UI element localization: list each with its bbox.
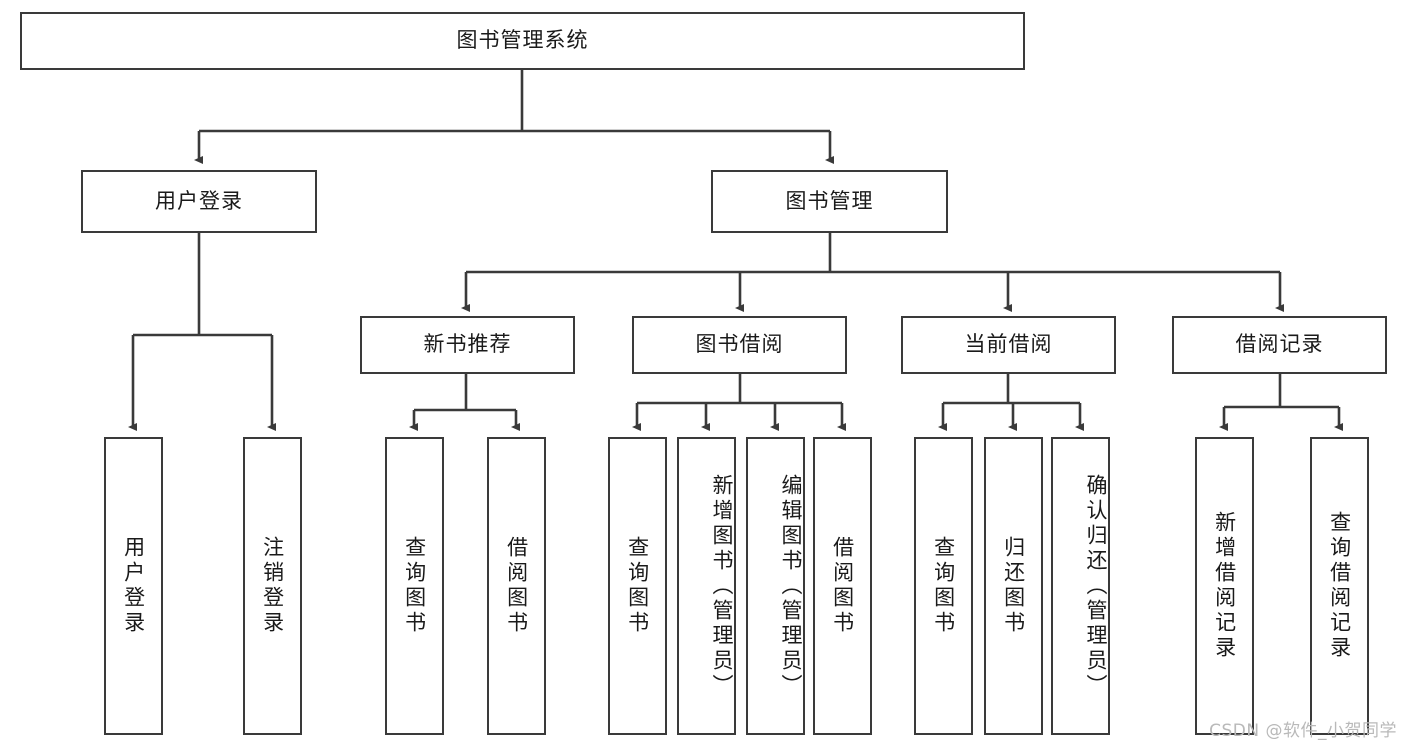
node-leaf-return-book[interactable]: 归还图书: [984, 437, 1043, 735]
node-borrow-record[interactable]: 借阅记录: [1172, 316, 1387, 374]
node-leaf-edit-book[interactable]: 编辑图书（管理员）: [746, 437, 805, 735]
node-book-borrow[interactable]: 图书借阅: [632, 316, 847, 374]
node-leaf-add-book[interactable]: 新增图书（管理员）: [677, 437, 736, 735]
node-root[interactable]: 图书管理系统: [20, 12, 1025, 70]
node-leaf-query-record[interactable]: 查询借阅记录: [1310, 437, 1369, 735]
node-leaf-query-book-1[interactable]: 查询图书: [385, 437, 444, 735]
node-leaf-borrow-book-1-label: 借阅图书: [504, 536, 529, 636]
node-leaf-query-book-3[interactable]: 查询图书: [914, 437, 973, 735]
node-leaf-user-login[interactable]: 用户登录: [104, 437, 163, 735]
node-book-management[interactable]: 图书管理: [711, 170, 948, 233]
node-leaf-confirm-return-label: 确认归还（管理员）: [1084, 473, 1108, 699]
node-current-borrow[interactable]: 当前借阅: [901, 316, 1116, 374]
node-user-login-label: 用户登录: [155, 188, 243, 213]
node-leaf-logout-login[interactable]: 注销登录: [243, 437, 302, 735]
node-new-book-recommend[interactable]: 新书推荐: [360, 316, 575, 374]
node-leaf-query-book-2-label: 查询图书: [625, 536, 650, 636]
node-leaf-add-record-label: 新增借阅记录: [1212, 511, 1237, 661]
node-leaf-query-book-1-label: 查询图书: [402, 536, 427, 636]
node-leaf-query-record-label: 查询借阅记录: [1327, 511, 1352, 661]
node-user-login[interactable]: 用户登录: [81, 170, 317, 233]
node-borrow-record-label: 借阅记录: [1235, 332, 1324, 357]
node-book-borrow-label: 图书借阅: [695, 332, 784, 357]
node-leaf-edit-book-label: 编辑图书（管理员）: [779, 473, 803, 699]
node-leaf-query-book-2[interactable]: 查询图书: [608, 437, 667, 735]
node-leaf-user-login-label: 用户登录: [121, 536, 146, 636]
node-leaf-add-book-label: 新增图书（管理员）: [710, 473, 734, 699]
node-book-management-label: 图书管理: [785, 188, 874, 213]
node-current-borrow-label: 当前借阅: [964, 332, 1053, 357]
node-leaf-borrow-book-2[interactable]: 借阅图书: [813, 437, 872, 735]
node-leaf-logout-login-label: 注销登录: [260, 536, 285, 636]
node-leaf-borrow-book-1[interactable]: 借阅图书: [487, 437, 546, 735]
node-leaf-query-book-3-label: 查询图书: [931, 536, 956, 636]
node-new-book-recommend-label: 新书推荐: [423, 332, 512, 357]
node-leaf-borrow-book-2-label: 借阅图书: [830, 536, 855, 636]
node-leaf-add-record[interactable]: 新增借阅记录: [1195, 437, 1254, 735]
watermark-text: CSDN @软件_小贺同学: [1209, 721, 1397, 741]
node-leaf-confirm-return[interactable]: 确认归还（管理员）: [1051, 437, 1110, 735]
node-leaf-return-book-label: 归还图书: [1001, 536, 1026, 636]
node-root-label: 图书管理系统: [456, 28, 589, 53]
